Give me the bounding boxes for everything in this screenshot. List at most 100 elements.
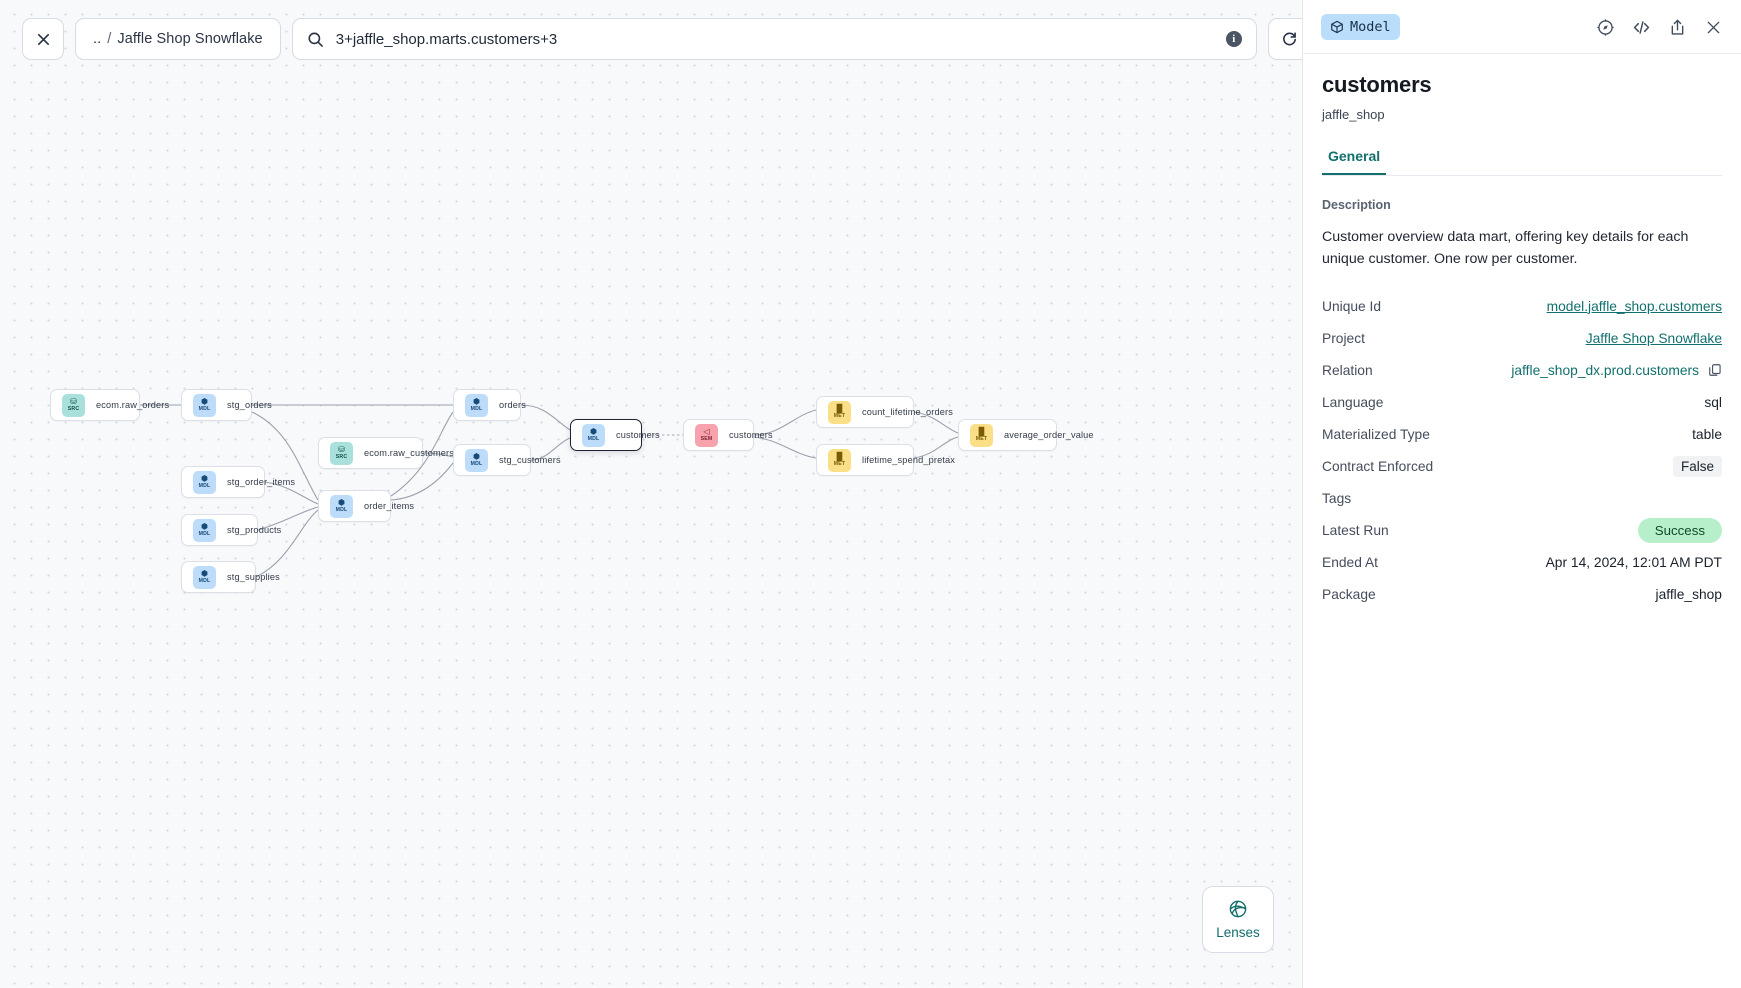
mdl-badge-icon: ⬢MDL bbox=[193, 565, 216, 589]
mdl-badge-icon: ⬢MDL bbox=[465, 393, 488, 417]
graph-node-count_lifetime_orders[interactable]: █MET count_lifetime_orders bbox=[816, 396, 953, 428]
mdl-badge-icon: ⬢MDL bbox=[330, 494, 353, 518]
panel-tabs: General bbox=[1322, 148, 1722, 176]
graph-node-label: customers bbox=[616, 430, 660, 440]
detail-value[interactable]: model.jaffle_shop.customers bbox=[1546, 298, 1722, 314]
mdl-badge-icon: ⬢MDL bbox=[193, 393, 216, 417]
graph-node-stg_orders[interactable]: ⬢MDL stg_orders bbox=[181, 389, 272, 421]
status-badge: False bbox=[1672, 455, 1722, 477]
description-label: Description bbox=[1322, 198, 1391, 212]
share-icon[interactable] bbox=[1668, 18, 1687, 37]
graph-node-ecom_raw_orders[interactable]: ⛁SRC ecom.raw_orders bbox=[50, 389, 169, 421]
mdl-badge-icon: ⬢MDL bbox=[193, 470, 216, 494]
panel-action-group bbox=[1596, 18, 1723, 37]
detail-value: False bbox=[1672, 455, 1722, 477]
canvas-toolbar: .. / Jaffle Shop Snowflake 3+jaffle_shop… bbox=[22, 18, 1302, 60]
code-icon[interactable] bbox=[1632, 18, 1651, 37]
breadcrumb[interactable]: .. / Jaffle Shop Snowflake bbox=[75, 18, 281, 60]
detail-value: Success bbox=[1637, 517, 1722, 543]
page-title: customers bbox=[1322, 72, 1432, 97]
met-badge-icon: █MET bbox=[828, 448, 851, 472]
resource-type-chip: Model bbox=[1321, 14, 1400, 40]
graph-node-label: ecom.raw_orders bbox=[96, 400, 170, 410]
detail-value[interactable]: Jaffle Shop Snowflake bbox=[1585, 330, 1722, 346]
graph-node-label: stg_supplies bbox=[227, 572, 280, 582]
graph-node-average_order_value[interactable]: █MET average_order_value bbox=[958, 419, 1094, 451]
resource-type-label: Model bbox=[1350, 19, 1391, 35]
breadcrumb-project: Jaffle Shop Snowflake bbox=[117, 31, 263, 47]
graph-node-label: stg_customers bbox=[499, 455, 561, 465]
graph-node-label: stg_orders bbox=[227, 400, 272, 410]
detail-row: Latest Run Success bbox=[1322, 514, 1722, 546]
refresh-button[interactable] bbox=[1267, 18, 1302, 60]
info-icon[interactable]: i bbox=[1225, 31, 1242, 47]
page-subtitle: jaffle_shop bbox=[1322, 107, 1385, 122]
graph-node-stg_customers[interactable]: ⬢MDL stg_customers bbox=[453, 444, 561, 476]
search-input[interactable]: 3+jaffle_shop.marts.customers+3 i bbox=[291, 18, 1257, 60]
met-badge-icon: █MET bbox=[970, 423, 993, 447]
graph-node-label: order_items bbox=[364, 501, 415, 511]
graph-node-order_items[interactable]: ⬢MDL order_items bbox=[318, 490, 414, 522]
graph-node-lifetime_spend_pretax[interactable]: █MET lifetime_spend_pretax bbox=[816, 444, 955, 476]
graph-node-orders[interactable]: ⬢MDL orders bbox=[453, 389, 526, 421]
copy-icon[interactable] bbox=[1708, 363, 1722, 377]
details-panel: Model customers ja bbox=[1302, 0, 1741, 988]
detail-key: Ended At bbox=[1322, 554, 1379, 570]
graph-node-label: count_lifetime_orders bbox=[862, 407, 953, 417]
src-badge-icon: ⛁SRC bbox=[330, 441, 353, 465]
met-badge-icon: █MET bbox=[828, 400, 851, 424]
detail-row: Contract Enforced False bbox=[1322, 450, 1722, 482]
status-badge: Success bbox=[1637, 517, 1722, 543]
detail-value[interactable]: jaffle_shop_dx.prod.customers bbox=[1511, 363, 1722, 378]
graph-node-customers_model[interactable]: ⬢MDL customers bbox=[570, 419, 660, 451]
detail-value: sql bbox=[1704, 394, 1722, 410]
detail-value: jaffle_shop bbox=[1655, 586, 1723, 602]
graph-node-label: customers bbox=[729, 430, 773, 440]
mdl-badge-icon: ⬢MDL bbox=[193, 518, 216, 542]
graph-node-label: average_order_value bbox=[1004, 430, 1094, 440]
detail-key: Package bbox=[1322, 586, 1376, 602]
detail-key: Latest Run bbox=[1322, 522, 1389, 538]
detail-key: Project bbox=[1322, 330, 1365, 346]
search-icon bbox=[308, 31, 323, 47]
refresh-icon bbox=[1283, 31, 1297, 45]
close-panel-icon[interactable] bbox=[1704, 18, 1723, 37]
relation-text: jaffle_shop_dx.prod.customers bbox=[1511, 362, 1699, 378]
panel-title-block: customers jaffle_shop bbox=[1303, 54, 1741, 122]
cube-icon bbox=[1331, 20, 1343, 34]
graph-node-stg_supplies[interactable]: ⬢MDL stg_supplies bbox=[181, 561, 280, 593]
detail-value: table bbox=[1692, 426, 1722, 442]
detail-key: Relation bbox=[1322, 362, 1373, 378]
graph-node-label: stg_products bbox=[227, 525, 282, 535]
tab-general[interactable]: General bbox=[1322, 148, 1387, 175]
detail-key: Contract Enforced bbox=[1322, 458, 1434, 474]
breadcrumb-prefix: .. bbox=[93, 31, 102, 47]
lenses-icon bbox=[1229, 900, 1247, 918]
graph-node-stg_products[interactable]: ⬢MDL stg_products bbox=[181, 514, 281, 546]
lenses-button[interactable]: Lenses bbox=[1202, 886, 1274, 953]
mdl-badge-icon: ⬢MDL bbox=[465, 448, 488, 472]
graph-node-label: lifetime_spend_pretax bbox=[862, 455, 956, 465]
mdl-badge-icon: ⬢MDL bbox=[582, 423, 605, 447]
graph-node-ecom_raw_customers[interactable]: ⛁SRC ecom.raw_customers bbox=[318, 437, 454, 469]
lineage-canvas[interactable]: .. / Jaffle Shop Snowflake 3+jaffle_shop… bbox=[0, 0, 1302, 988]
graph-node-label: ecom.raw_customers bbox=[364, 448, 455, 458]
close-lineage-button[interactable] bbox=[22, 18, 64, 60]
compass-icon[interactable] bbox=[1596, 18, 1615, 37]
panel-header: Model bbox=[1303, 0, 1741, 54]
detail-key: Language bbox=[1322, 394, 1384, 410]
graph-node-label: orders bbox=[499, 400, 526, 410]
src-badge-icon: ⛁SRC bbox=[62, 393, 85, 417]
breadcrumb-separator: / bbox=[107, 31, 112, 47]
lenses-label: Lenses bbox=[1216, 925, 1260, 940]
detail-row: Language sql bbox=[1322, 386, 1722, 418]
description-text: Customer overview data mart, offering ke… bbox=[1322, 229, 1689, 267]
detail-key: Materialized Type bbox=[1322, 426, 1430, 442]
panel-content: Description Customer overview data mart,… bbox=[1303, 176, 1741, 988]
detail-value: Apr 14, 2024, 12:01 AM PDT bbox=[1545, 554, 1722, 570]
